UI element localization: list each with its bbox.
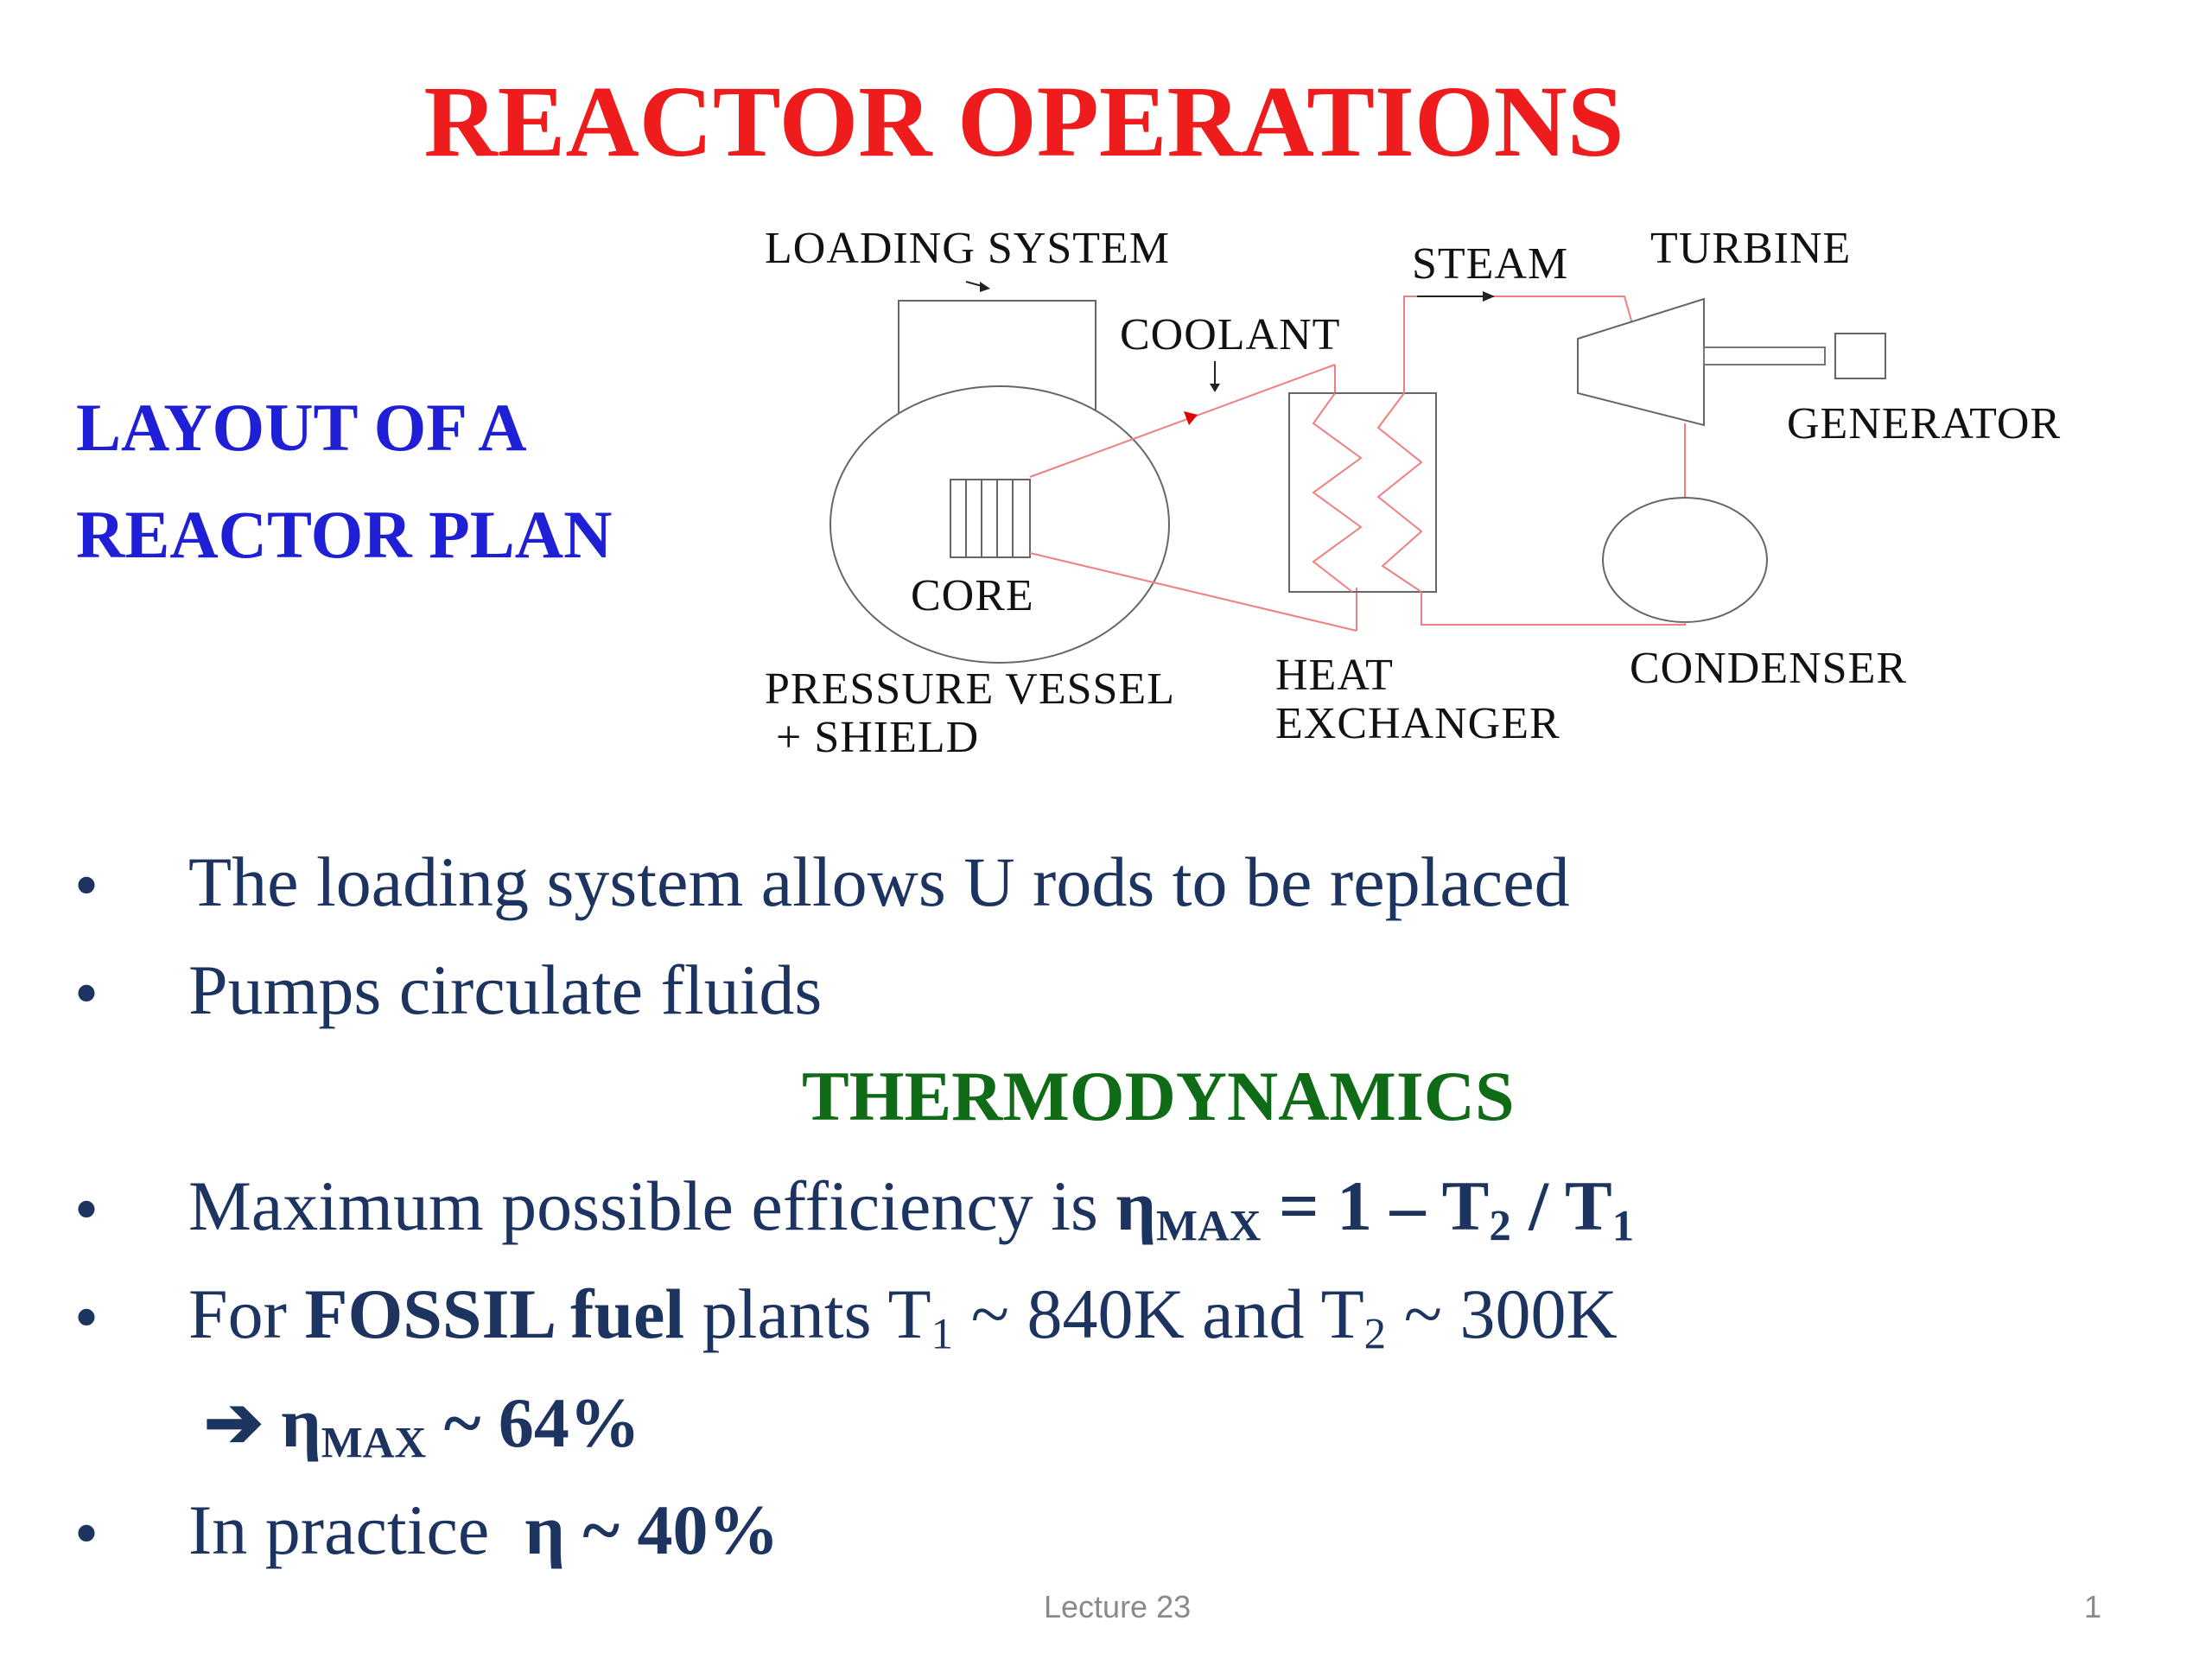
bullet-dot: • bbox=[74, 1172, 99, 1248]
heat-exchanger-coil-1 bbox=[1312, 392, 1363, 593]
label-condenser: CONDENSER bbox=[1630, 644, 1908, 693]
core-box bbox=[950, 479, 1031, 558]
bullet-dot: • bbox=[74, 956, 99, 1032]
section-heading-thermodynamics: THERMODYNAMICS bbox=[802, 1057, 1515, 1135]
coolant-flow-arrow bbox=[1184, 411, 1198, 425]
label-heat: HEAT bbox=[1275, 651, 1394, 700]
footer-page-number: 1 bbox=[2084, 1589, 2102, 1624]
label-steam: STEAM bbox=[1412, 239, 1569, 289]
bullet-loading-system: The loading system allows U rods to be r… bbox=[188, 842, 1570, 921]
condenser bbox=[1602, 497, 1768, 623]
label-exchanger: EXCHANGER bbox=[1275, 699, 1560, 748]
heat-exchanger-coil-2 bbox=[1376, 392, 1423, 593]
bullet-in-practice: In practice η ~ 40% bbox=[188, 1491, 779, 1569]
steam-pipe bbox=[1403, 296, 1634, 393]
layout-heading-line2: REACTOR PLAN bbox=[76, 497, 613, 572]
turbine-shape bbox=[1577, 297, 1705, 427]
label-core: CORE bbox=[911, 571, 1034, 620]
layout-heading-line1: LAYOUT OF A bbox=[76, 390, 527, 465]
page-title: REACTOR OPERATIONS bbox=[423, 65, 1624, 178]
result-eta-max: ➔ ηMAX ~ 64% bbox=[204, 1383, 640, 1467]
label-pressure-vessel: PRESSURE VESSEL bbox=[765, 664, 1175, 714]
label-loading-system: LOADING SYSTEM bbox=[765, 224, 1170, 273]
label-shield: + SHIELD bbox=[776, 713, 980, 762]
coolant-pipe-return bbox=[1029, 552, 1357, 632]
turbine-shaft bbox=[1703, 346, 1826, 365]
bullet-dot: • bbox=[74, 848, 99, 924]
label-coolant: COOLANT bbox=[1120, 310, 1341, 359]
generator-box bbox=[1834, 333, 1886, 379]
footer-lecture: Lecture 23 bbox=[1044, 1589, 1192, 1624]
label-generator: GENERATOR bbox=[1787, 399, 2062, 448]
arrow-right-icon: ➔ bbox=[204, 1383, 264, 1462]
pressure-vessel bbox=[830, 385, 1170, 664]
bullet-max-efficiency: Maximum possible efficiency is ηMAX = 1 … bbox=[188, 1166, 1635, 1250]
bullet-dot: • bbox=[74, 1496, 99, 1572]
condenser-return-pipe bbox=[1421, 592, 1686, 626]
bullet-dot: • bbox=[74, 1280, 99, 1356]
heat-exchanger-box bbox=[1288, 392, 1437, 593]
coolant-pipe-out bbox=[1029, 364, 1336, 478]
label-turbine: TURBINE bbox=[1650, 224, 1852, 273]
bullet-fossil-fuel: For FOSSIL fuel plants T1 ~ 840K and T2 … bbox=[188, 1274, 1618, 1358]
bullet-pumps: Pumps circulate fluids bbox=[188, 950, 823, 1029]
